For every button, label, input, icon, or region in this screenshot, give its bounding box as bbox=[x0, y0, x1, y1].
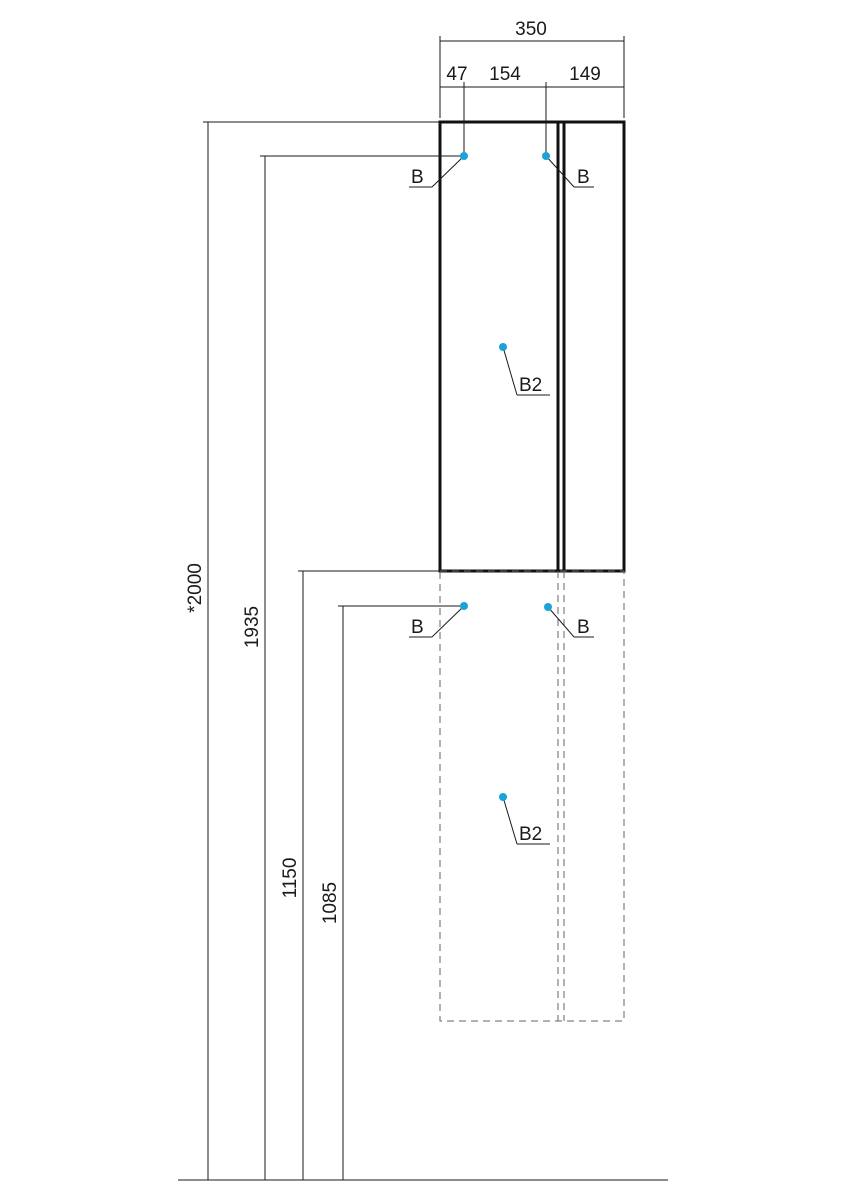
marker-label: B2 bbox=[519, 824, 542, 845]
dim-label-segment-b: 154 bbox=[489, 64, 521, 85]
marker-label: B bbox=[411, 617, 424, 638]
height-dimensions: *2000 1935 1150 1085 bbox=[185, 121, 464, 1180]
cabinet-outline bbox=[438, 120, 626, 573]
dim-label-total-width: 350 bbox=[515, 19, 547, 40]
marker-label: B bbox=[577, 617, 590, 638]
cabinet-alt-outline bbox=[439, 570, 625, 1022]
dim-label-height-1150: 1150 bbox=[280, 858, 301, 899]
marker-upper-center: B2 bbox=[499, 343, 550, 396]
marker-label: B bbox=[577, 167, 590, 188]
dim-label-segment-c: 149 bbox=[569, 64, 601, 85]
marker-upper-right: B bbox=[542, 152, 594, 188]
marker-lower-center: B2 bbox=[499, 793, 550, 845]
marker-upper-left: B bbox=[409, 152, 468, 188]
marker-dot bbox=[542, 152, 550, 160]
dim-label-height-1085: 1085 bbox=[320, 882, 341, 924]
dim-label-segment-a: 47 bbox=[446, 64, 467, 85]
marker-dot bbox=[460, 152, 468, 160]
marker-dot bbox=[460, 602, 468, 610]
dim-label-height-total: *2000 bbox=[185, 563, 206, 613]
marker-label: B2 bbox=[519, 375, 542, 396]
marker-lower-left: B bbox=[409, 602, 468, 638]
marker-lower-right: B bbox=[544, 603, 594, 638]
marker-dot bbox=[499, 343, 507, 351]
cabinet-installed bbox=[438, 120, 626, 573]
marker-label: B bbox=[411, 167, 424, 188]
width-dimensions: 350 47 154 149 bbox=[439, 19, 625, 156]
dim-label-height-1935: 1935 bbox=[242, 606, 263, 648]
marker-dot bbox=[499, 793, 507, 801]
marker-dot bbox=[544, 603, 552, 611]
cabinet-alternative bbox=[439, 570, 625, 1022]
